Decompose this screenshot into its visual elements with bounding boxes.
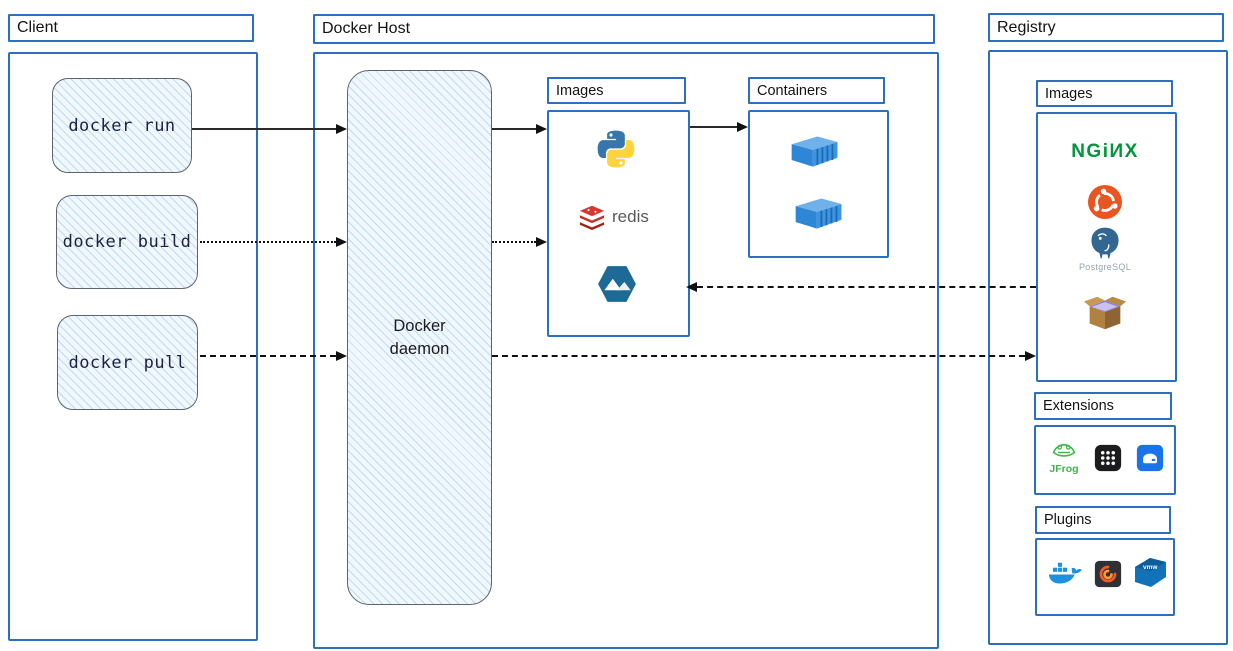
arrow-daemon-to-images-dotted xyxy=(492,237,547,247)
docker-pull-box: docker pull xyxy=(57,315,198,410)
arrowhead-icon xyxy=(336,237,347,247)
arrowhead-icon xyxy=(536,124,547,134)
arrowhead-icon xyxy=(536,237,547,247)
registry-section-title: Registry xyxy=(988,13,1224,42)
registry-images-panel xyxy=(1036,112,1177,382)
extensions-panel-title: Extensions xyxy=(1034,392,1172,420)
container-icon xyxy=(791,136,838,167)
client-section xyxy=(8,52,258,641)
arrowhead-icon xyxy=(737,122,748,132)
arrow-images-to-containers xyxy=(690,122,748,132)
busybox-icon xyxy=(1083,296,1127,330)
postgresql-icon xyxy=(1090,226,1120,260)
registry-section xyxy=(988,50,1228,645)
plugins-title-text: Plugins xyxy=(1044,512,1092,528)
arrow-daemon-to-registry xyxy=(492,351,1036,361)
arrowhead-icon xyxy=(336,124,347,134)
container-icon xyxy=(795,198,842,229)
docker-host-title-text: Docker Host xyxy=(322,20,411,37)
extensions-panel xyxy=(1034,425,1176,495)
jfrog-icon xyxy=(1052,443,1076,457)
containers-title-text: Containers xyxy=(757,82,828,99)
vmware-label: vmw xyxy=(1143,564,1158,571)
docker-run-box: docker run xyxy=(52,78,192,173)
arrowhead-icon xyxy=(1025,351,1036,361)
python-icon xyxy=(597,130,635,168)
postgresql-label: PostgreSQL xyxy=(1078,262,1132,272)
drive-icon xyxy=(1136,444,1164,472)
vmware-icon: vmw xyxy=(1135,558,1166,587)
docker-host-section xyxy=(313,52,939,649)
extensions-title-text: Extensions xyxy=(1043,398,1114,414)
registry-images-panel-title: Images xyxy=(1036,80,1173,107)
arrow-run-to-daemon xyxy=(192,124,347,134)
arrow-registry-to-host-images xyxy=(686,282,1036,292)
redis-icon xyxy=(579,205,605,230)
alpine-icon xyxy=(598,266,636,302)
jfrog-logo: JFrog xyxy=(1048,440,1080,475)
arrowhead-icon xyxy=(336,351,347,361)
host-images-panel xyxy=(547,110,690,337)
containers-panel-title: Containers xyxy=(748,77,885,104)
client-section-title: Client xyxy=(8,14,254,42)
plugins-panel xyxy=(1035,538,1175,616)
docker-pull-label: docker pull xyxy=(68,352,187,373)
redis-image-row: redis xyxy=(578,203,649,231)
arrow-daemon-to-images-solid xyxy=(492,124,547,134)
registry-images-title-text: Images xyxy=(1045,85,1093,102)
app-grid-icon xyxy=(1094,444,1122,472)
docker-host-section-title: Docker Host xyxy=(313,14,935,44)
redis-label: redis xyxy=(612,207,649,226)
docker-whale-icon xyxy=(1048,562,1082,584)
grafana-icon xyxy=(1094,560,1122,588)
docker-run-label: docker run xyxy=(68,115,176,136)
host-images-title-text: Images xyxy=(556,82,604,99)
docker-build-label: docker build xyxy=(62,232,192,252)
jfrog-label: JFrog xyxy=(1049,463,1079,475)
client-title-text: Client xyxy=(17,19,58,36)
arrow-pull-to-daemon xyxy=(200,351,347,361)
nginx-wordmark: NGiИX xyxy=(1071,141,1139,162)
docker-build-box: docker build xyxy=(56,195,198,289)
host-images-panel-title: Images xyxy=(547,77,686,104)
ubuntu-icon xyxy=(1088,185,1122,219)
docker-daemon-label: Docker daemon xyxy=(389,317,450,358)
containers-panel xyxy=(748,110,889,258)
registry-title-text: Registry xyxy=(997,18,1056,36)
docker-daemon-box: Docker daemon xyxy=(347,70,492,605)
arrow-build-to-daemon xyxy=(200,237,347,247)
arrowhead-icon xyxy=(686,282,697,292)
plugins-panel-title: Plugins xyxy=(1035,506,1171,534)
